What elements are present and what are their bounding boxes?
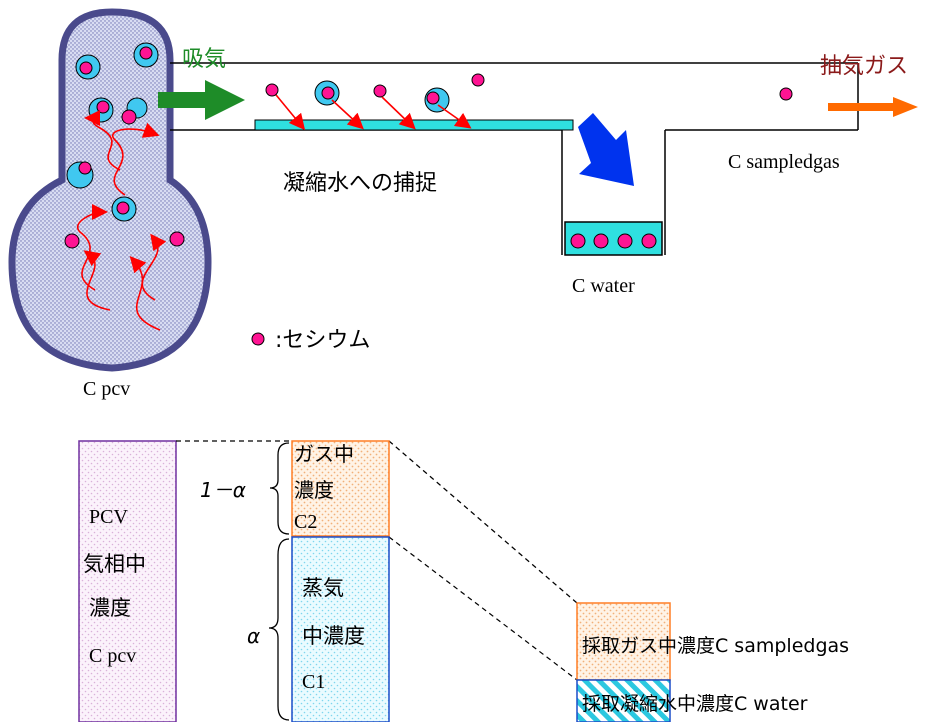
sampled-gas-box [576,602,671,681]
pcv-box-line2: 気相中 [83,552,146,576]
sampled-water-box [576,679,671,722]
rising-arrows [76,110,167,331]
c-pcv-label: C pcv [83,378,130,400]
dashed-connectors [176,440,578,681]
extraction-arrow [828,97,918,117]
gas-fraction-brace [269,442,290,535]
pcv-vessel [8,8,212,372]
steam-box-line1: 蒸気 [302,576,344,600]
flow-to-collector-arrow [578,113,634,186]
intake-label: 吸気 [182,47,226,72]
pcv-box-line4: C pcv [89,645,136,667]
gas-box-line2: 濃度 [294,478,334,502]
c-water-label: C water [572,275,635,297]
extraction-gas-label: 抽気ガス [820,54,908,79]
steam-box-line2: 中濃度 [302,624,365,648]
cesium-legend-label: :セシウム [275,328,370,353]
pipe-particles [265,73,793,131]
gas-box-line1: ガス中 [294,442,354,466]
gas-fraction-label: 1－α [200,478,246,502]
pcv-box-line1: PCV [89,506,128,528]
condensate-collector [564,221,663,256]
intake-arrow [158,80,245,120]
steam-fraction-label: α [247,624,260,648]
c-sampledgas-label: C sampledgas [728,151,840,173]
steam-box-line3: C1 [302,671,325,693]
condensate-capture-label: 凝縮水への捕捉 [283,171,437,196]
steam-fraction-brace [268,538,290,721]
pcv-box-line3: 濃度 [89,596,131,620]
gas-box-line3: C2 [294,511,317,533]
cesium-legend: :セシウム [251,328,370,353]
pcv-concentration-box: PCV 気相中 濃度 C pcv [78,440,177,722]
sampled-water-label: 採取凝縮水中濃度C water [582,693,808,715]
steam-concentration-box: 蒸気 中濃度 C1 [291,536,390,722]
gas-concentration-box: ガス中 濃度 C2 [291,440,390,537]
sampled-gas-label: 採取ガス中濃度C sampledgas [582,635,849,657]
condensate-plate [254,119,574,131]
